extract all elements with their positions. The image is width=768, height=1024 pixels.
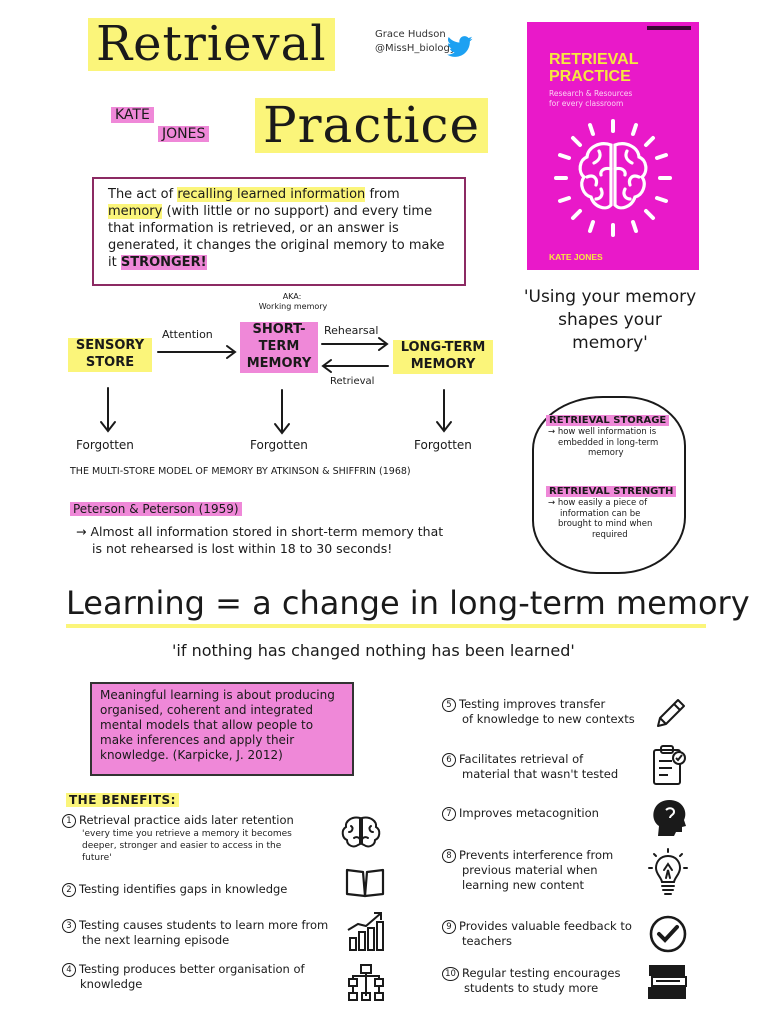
brain-icon: [554, 119, 672, 237]
definition-text: (with little or no support) and every ti…: [108, 203, 445, 270]
definition-highlight-stronger: STRONGER!: [120, 254, 207, 270]
definition-text: The act of: [108, 187, 178, 202]
long-term-memory-node: LONG-TERM MEMORY: [393, 340, 493, 374]
book-title-line2: PRACTICE: [549, 67, 631, 85]
book-stack-icon: [648, 965, 687, 999]
definition-text: from: [365, 187, 400, 202]
book-icon: [345, 868, 385, 898]
credit-handle: @MissH_biology: [375, 42, 456, 54]
brain-icon: [341, 816, 381, 848]
book-publisher-mark: [647, 26, 691, 30]
peterson-title: Peterson & Peterson (1959): [70, 502, 242, 516]
definition-highlight-recalling: recalling learned information: [177, 187, 366, 202]
meaningful-learning-box: Meaningful learning is about producing o…: [90, 682, 354, 776]
lightbulb-icon: [648, 848, 688, 895]
benefit-number: 5: [442, 698, 456, 712]
book-title: RETRIEVAL PRACTICE: [549, 51, 639, 86]
checkmark-circle-icon: [649, 915, 687, 953]
book-subtitle-line1: Research & Resources: [549, 89, 633, 98]
retrieval-label: Retrieval: [330, 376, 375, 387]
retrieval-storage-title: RETRIEVAL STORAGE: [546, 408, 670, 427]
author-last-name: JONES: [158, 126, 210, 142]
aka-label: AKA:: [282, 292, 302, 301]
forgotten-label-1: Forgotten: [76, 438, 134, 452]
learning-definition: Learning = a change in long-term memory: [66, 584, 750, 628]
forgotten-label-3: Forgotten: [414, 438, 472, 452]
benefit-number: 3: [62, 919, 76, 933]
definition-highlight-memory: memory: [108, 203, 163, 219]
book-title-line1: RETRIEVAL: [549, 51, 639, 68]
book-author: KATE JONES: [549, 252, 603, 262]
benefit-number: 9: [442, 920, 456, 934]
attention-label: Attention: [162, 328, 213, 341]
short-term-memory-node: SHORT-TERM MEMORY: [240, 322, 318, 373]
working-memory-label: Working memory: [258, 302, 328, 311]
side-quote: 'Using your memory shapes your memory': [523, 287, 697, 353]
model-arrows: [100, 337, 452, 435]
author-first-name: KATE: [111, 107, 154, 123]
peterson-line-2: is not rehearsed is lost within 18 to 30…: [92, 540, 393, 556]
clipboard-checklist-icon: [653, 745, 686, 785]
benefit-number: 6: [442, 753, 456, 767]
book-cover: RETRIEVAL PRACTICE Research & Resources …: [527, 22, 699, 270]
title-practice: Practice: [255, 98, 489, 153]
definition-box: The act of recalling learned information…: [92, 177, 466, 286]
benefit-number: 7: [442, 807, 456, 821]
rehearsal-label: Rehearsal: [324, 324, 379, 337]
sitemap-icon: [348, 964, 384, 1001]
forgotten-label-2: Forgotten: [250, 438, 308, 452]
pencil-icon: [657, 699, 685, 727]
retrieval-cloud: [532, 396, 686, 574]
credit-name: Grace Hudson: [375, 29, 446, 40]
benefit-number: 8: [442, 849, 456, 863]
benefit-number: 1: [62, 814, 76, 828]
model-caption: THE MULTI-STORE MODEL OF MEMORY BY ATKIN…: [70, 466, 411, 477]
book-subtitle: Research & Resources for every classroom: [549, 89, 669, 109]
twitter-icon: [447, 36, 473, 57]
credit: Grace Hudson @MissH_biology: [375, 28, 456, 55]
book-subtitle-line2: for every classroom: [549, 98, 624, 108]
sensory-store-node: SENSORY STORE: [68, 338, 152, 372]
retrieval-strength-text: → how easily a piece of information can …: [548, 498, 653, 540]
learning-quote: 'if nothing has changed nothing has been…: [172, 641, 575, 660]
benefit-number: 2: [62, 883, 76, 897]
benefits-heading: THE BENEFITS:: [66, 793, 179, 807]
retrieval-strength-title: RETRIEVAL STRENGTH: [546, 479, 677, 498]
head-profile-icon: [653, 800, 686, 836]
peterson-line-1: → Almost all information stored in short…: [76, 524, 444, 539]
growth-chart-icon: [347, 912, 384, 951]
peterson-text: → Almost all information stored in short…: [76, 524, 443, 558]
benefit-number: 4: [62, 963, 76, 977]
retrieval-storage-text: → how well information is embedded in lo…: [548, 427, 659, 459]
benefit-number: 10: [442, 967, 459, 981]
title-retrieval: Retrieval: [88, 18, 335, 71]
